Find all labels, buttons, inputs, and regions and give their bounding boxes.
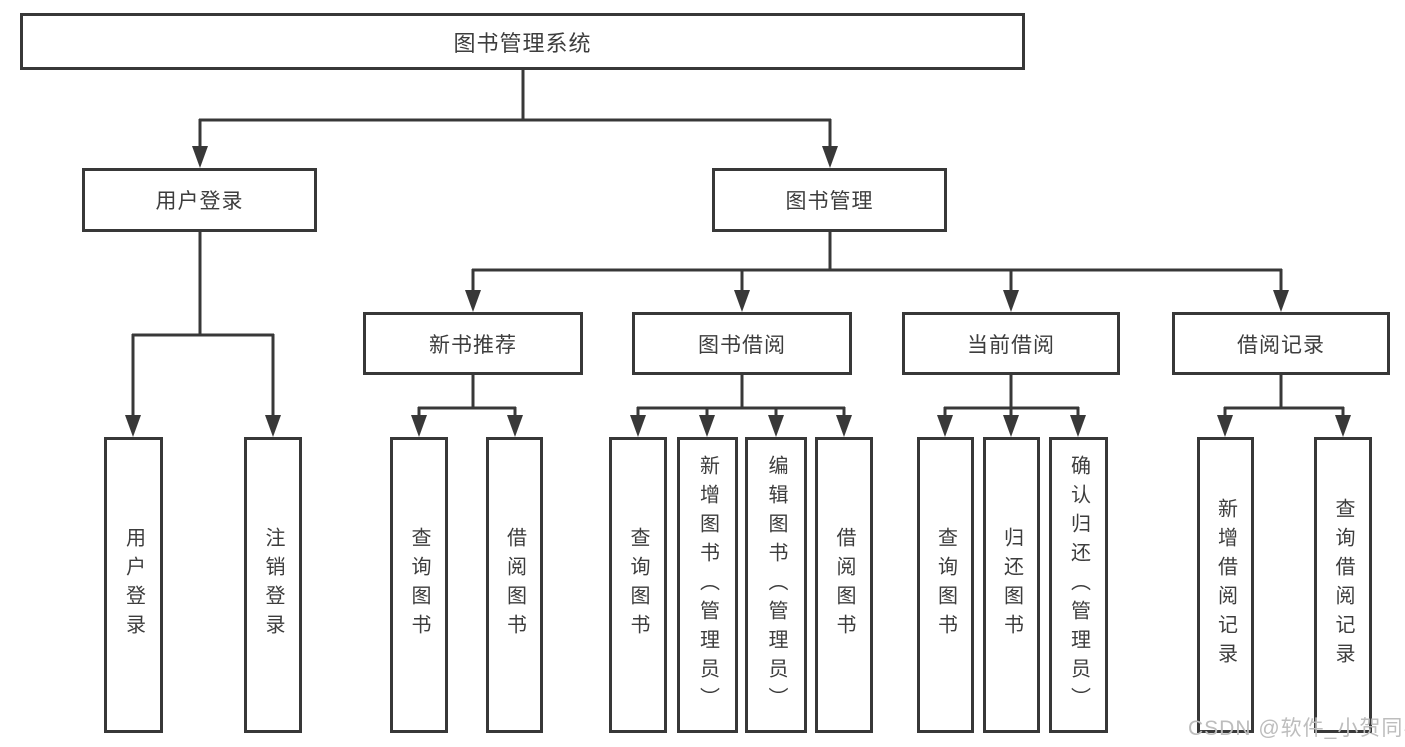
leaf-query-books-recommend: 查询图书 [390,437,448,733]
leaf-add-book-admin: 新增图书（管理员） [677,437,738,733]
node-current-borrowing: 当前借阅 [902,312,1120,375]
node-label: 借阅记录 [1237,333,1325,357]
connector-borrow-to-leaves [630,375,852,437]
node-label: 图书管理 [785,190,874,213]
node-new-book-recommend: 新书推荐 [363,312,583,375]
node-label: 新增图书（管理员） [696,454,719,716]
node-label: 用户登录 [122,527,145,643]
node-label: 用户登录 [155,190,244,213]
leaf-borrow-books: 借阅图书 [815,437,873,733]
node-label: 新增借阅记录 [1214,498,1237,672]
connector-current-to-leaves [937,375,1086,437]
node-label: 新书推荐 [429,333,517,357]
leaf-add-borrow-record: 新增借阅记录 [1197,437,1254,733]
csdn-watermark: CSDN @软件_小贺同学 [1188,717,1405,740]
node-user-login: 用户登录 [82,168,317,232]
node-borrow-records: 借阅记录 [1172,312,1390,375]
leaf-query-books-borrow: 查询图书 [609,437,667,733]
leaf-logout: 注销登录 [244,437,302,733]
node-label: 图书管理系统 [453,30,592,56]
node-label: 编辑图书（管理员） [765,454,787,716]
node-label: 查询借阅记录 [1332,498,1354,672]
leaf-confirm-return-admin: 确认归还（管理员） [1049,437,1108,733]
connector-root-to-level2 [192,70,838,168]
node-label: 借阅图书 [503,527,526,643]
leaf-borrow-books-recommend: 借阅图书 [486,437,543,733]
node-label: 查询图书 [627,527,649,643]
leaf-user-login: 用户登录 [104,437,163,733]
connector-newbook-to-leaves [411,375,523,437]
connector-userlogin-to-leaves [125,232,281,437]
node-label: 查询图书 [408,527,430,643]
node-label: 注销登录 [262,527,284,643]
connector-bookmgmt-to-sections [465,232,1289,312]
node-label: 当前借阅 [967,333,1055,357]
leaf-query-borrow-record: 查询借阅记录 [1314,437,1372,733]
node-book-borrowing: 图书借阅 [632,312,852,375]
node-book-management: 图书管理 [712,168,947,232]
leaf-edit-book-admin: 编辑图书（管理员） [745,437,807,733]
node-label: 借阅图书 [833,527,855,643]
node-label: 归还图书 [1000,527,1023,643]
connector-records-to-leaves [1217,375,1351,437]
node-label: 确认归还（管理员） [1067,454,1090,716]
node-system-root: 图书管理系统 [20,13,1025,70]
leaf-query-books-current: 查询图书 [917,437,974,733]
node-label: 查询图书 [934,527,957,643]
node-label: 图书借阅 [698,333,786,357]
leaf-return-book: 归还图书 [983,437,1040,733]
